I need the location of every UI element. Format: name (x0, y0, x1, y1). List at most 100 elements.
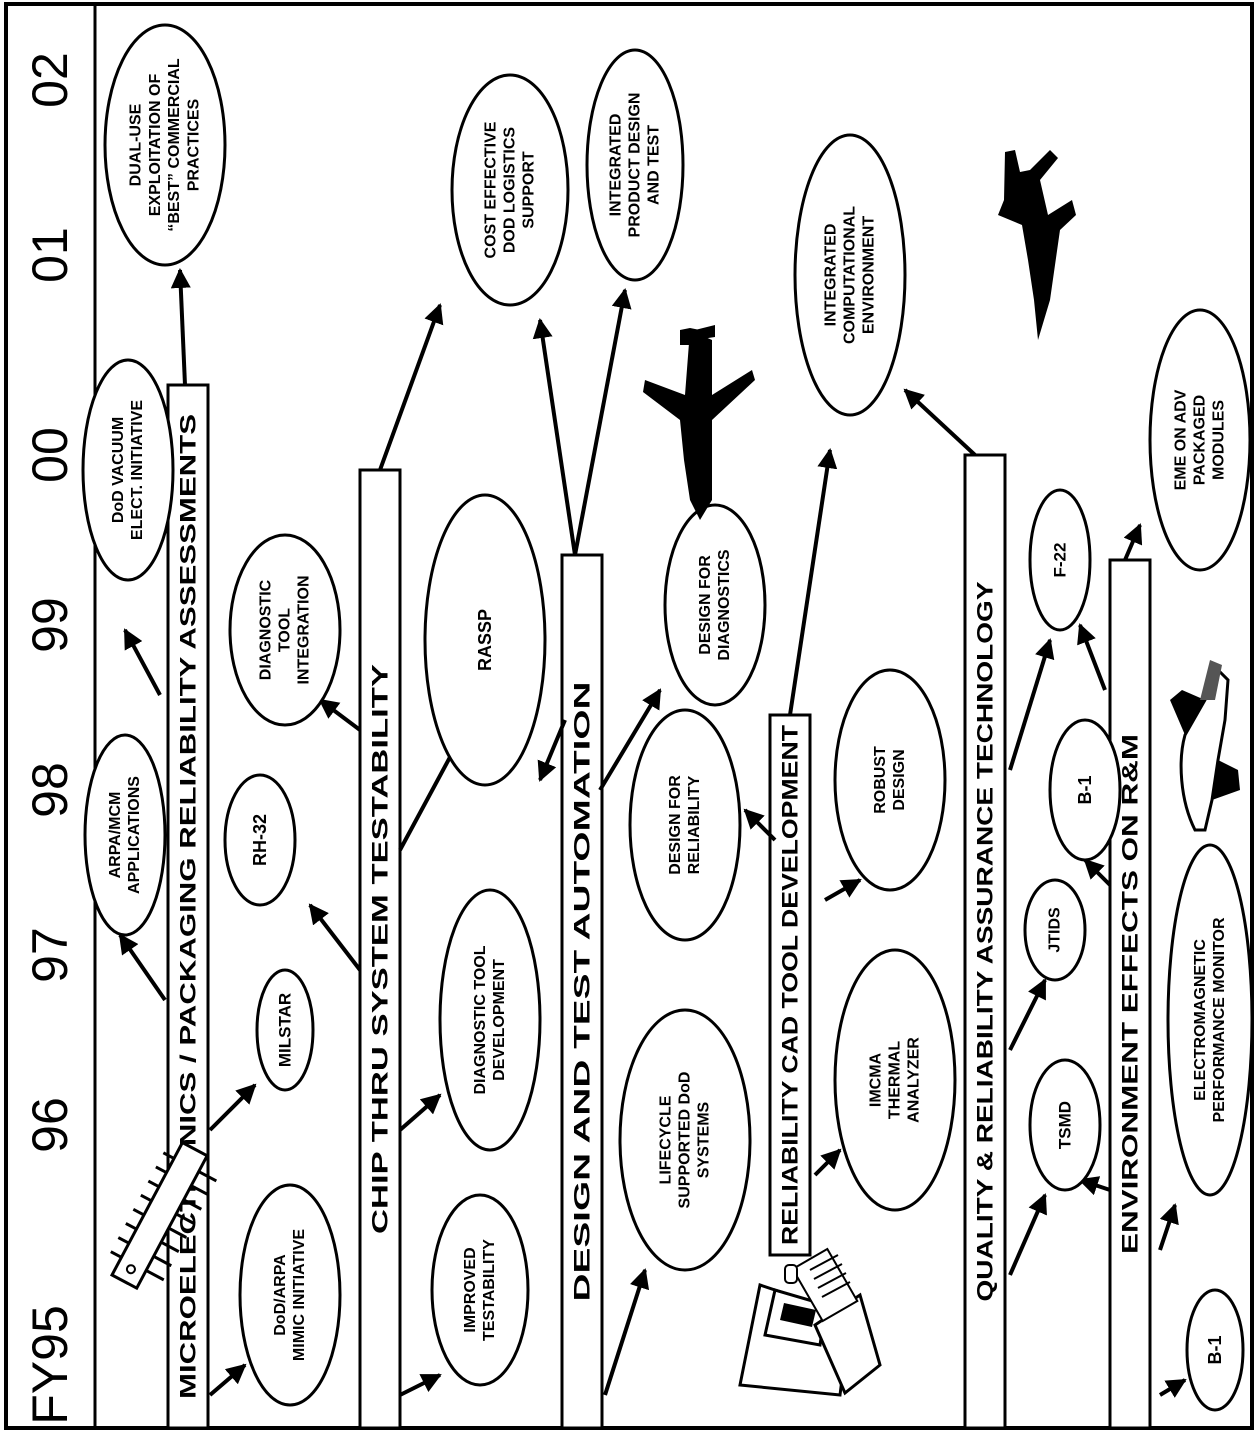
arrow (123, 628, 162, 696)
node-label-line: TSMD (1056, 1101, 1075, 1149)
arrow (308, 903, 362, 972)
node-b1-low: B-1 (1185, 1288, 1245, 1412)
node-b1-mid: B-1 (1048, 718, 1122, 862)
node-label-line: DUAL-USE (128, 103, 145, 186)
bar-label-quality: QUALITY & RELIABILITY ASSURANCE TECHNOLO… (973, 581, 998, 1301)
node-label-line: COMPUTATIONAL (842, 206, 859, 344)
arrow (1123, 523, 1143, 561)
arrow (208, 1363, 247, 1397)
node-label-line: THERMAL (887, 1041, 904, 1119)
arrow (598, 688, 662, 792)
arrow (398, 1093, 442, 1132)
jet-aircraft-icon (643, 325, 755, 520)
node-label-line: ENVIRONMENT (861, 216, 878, 334)
arrow (1077, 623, 1107, 691)
node-ellipse (1028, 488, 1092, 632)
node-label-line: INTEGRATION (296, 575, 313, 684)
bar-label-chip-thru: CHIP THRU SYSTEM TESTABILITY (368, 664, 393, 1234)
year-label: 96 (22, 1097, 78, 1153)
arrow (573, 288, 632, 556)
space-shuttle-icon (1170, 660, 1240, 832)
node-label-line: PRACTICES (185, 98, 202, 191)
node-label-line: LIFECYCLE (657, 1095, 674, 1184)
node-label-line: TOOL (277, 608, 294, 652)
node-label-line: “BEST” COMMERCIAL (166, 58, 183, 232)
node-ellipse (585, 48, 685, 282)
node-label-line: DOD LOGISTICS (502, 127, 519, 254)
node-label-line: RELIABILITY (686, 775, 703, 874)
node-ellipse (1148, 308, 1252, 572)
node-label-line: F-22 (1051, 543, 1070, 578)
computer-workstation-icon (738, 1247, 882, 1397)
node-ellipse (238, 1183, 342, 1407)
arrow (1008, 1193, 1047, 1276)
bar-label-microelectronics: MICROELECTRONICS / PACKAGING RELIABILITY… (176, 414, 201, 1399)
node-ellipse (438, 888, 542, 1152)
arrow (813, 1148, 842, 1177)
node-label-line: ROBUST (872, 746, 889, 814)
arrow (743, 808, 777, 842)
node-label-line: AND TEST (646, 125, 663, 205)
bar-cad-tool (768, 713, 812, 1257)
node-label-line: DESIGN (891, 749, 908, 810)
node-label-line: SUPPORT (521, 151, 538, 229)
bar-design-test (560, 553, 604, 1430)
node-label-line: DIAGNOSTICS (716, 549, 733, 660)
arrow (1008, 978, 1047, 1051)
node-label-line: RASSP (475, 609, 495, 671)
arrow (788, 448, 838, 716)
node-label-line: DIAGNOSTIC TOOL (472, 945, 489, 1094)
node-label-line: JTIDS (1047, 907, 1064, 953)
node-label-line: SUPPORTED DoD (677, 1072, 694, 1209)
node-ellipse (423, 493, 547, 787)
arrow (399, 1373, 442, 1397)
node-ellipse (1023, 878, 1087, 982)
node-label-line: DoD/ARPA (272, 1254, 289, 1336)
bar-label-cad-tool: RELIABILITY CAD TOOL DEVELOPMENT (778, 724, 803, 1245)
bar-environment (1108, 558, 1152, 1430)
node-label-line: ANALYZER (906, 1037, 923, 1123)
node-label-line: DESIGN FOR (697, 555, 714, 655)
arrow (1078, 1176, 1111, 1196)
node-tsmd: TSMD (1028, 1058, 1102, 1192)
node-label-line: DEVELOPMENT (491, 959, 508, 1081)
arrow (537, 719, 567, 782)
bar-label-environment: ENVIRONMENT EFFECTS ON R&M (1118, 734, 1143, 1254)
node-ellipse (223, 773, 297, 907)
node-label-line: EXPLOITATION OF (147, 74, 164, 217)
node-label-line: ELECT. INITIATIVE (129, 400, 146, 540)
node-rh32: RH-32 (223, 773, 297, 907)
arrow (318, 698, 362, 732)
arrow (1008, 638, 1055, 771)
node-label-line: EME ON ADV (1172, 389, 1189, 490)
year-label: 00 (22, 427, 78, 483)
bar-microelectronics (166, 383, 210, 1430)
year-label: 97 (22, 927, 78, 983)
node-label-line: PACKAGED (1192, 395, 1209, 485)
node-label-line: DoD VACUUM (110, 417, 127, 523)
node-label-line: B-1 (1205, 1335, 1225, 1364)
arrow (1158, 1378, 1187, 1398)
node-ellipse (663, 503, 767, 707)
node-ellipse (833, 668, 947, 892)
arrow (208, 1083, 257, 1132)
arrow (603, 1268, 650, 1396)
node-label-line: INTEGRATED (607, 114, 624, 217)
node-ellipse (255, 968, 315, 1092)
jet-fighter-icon (998, 150, 1076, 340)
arrow (378, 303, 444, 471)
node-label-line: COST EFFECTIVE (482, 121, 499, 258)
node-label-line: APPLICATIONS (126, 776, 143, 894)
node-ellipse (1048, 718, 1122, 862)
bar-quality (963, 453, 1007, 1430)
